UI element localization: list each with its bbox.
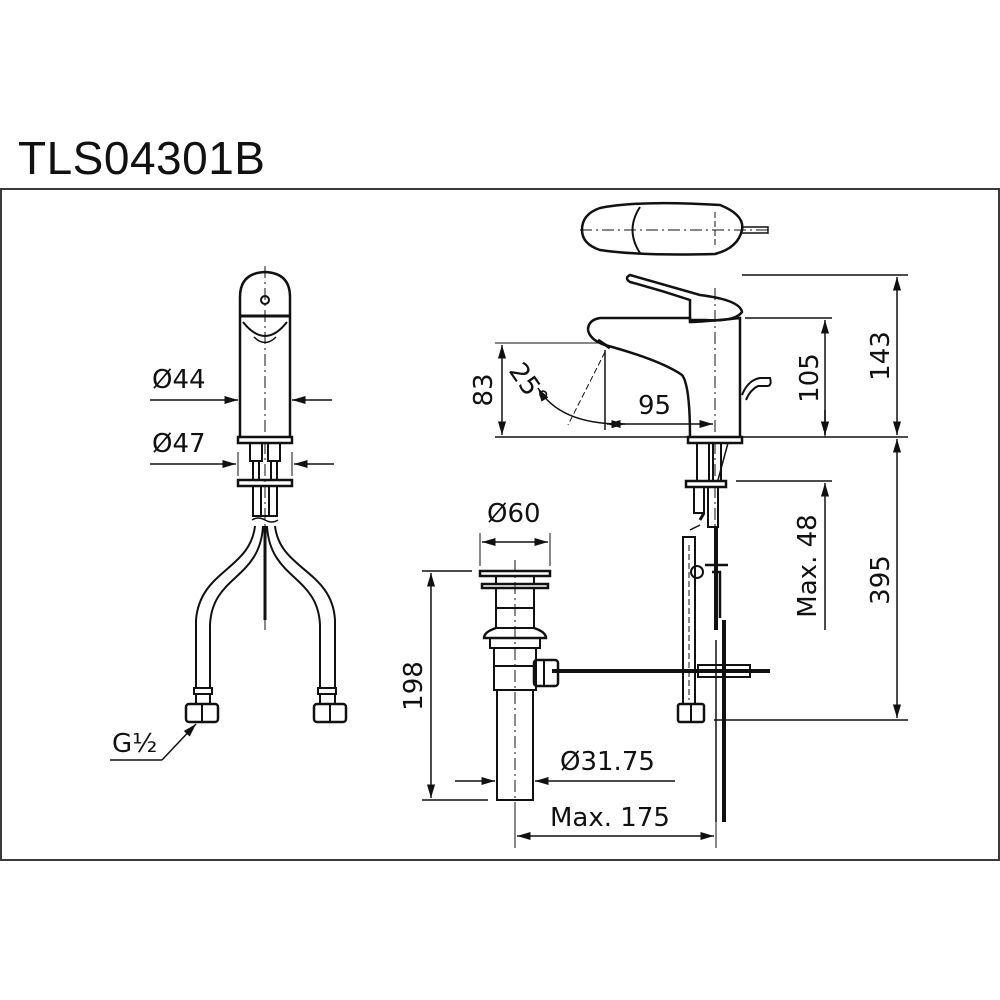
dim-max-deck-thickness: Max. 48 [793,514,823,618]
drawing-frame [0,188,1000,861]
dim-total-height: 143 [866,331,896,381]
side-view-faucet [552,273,772,822]
dim-tail-diameter: Ø31.75 [560,747,655,777]
front-view-faucet [184,266,348,724]
dim-body-height: 105 [795,353,825,403]
dim-spout-height: 83 [469,373,499,407]
pop-up-drain [478,560,560,820]
side-view-dimension-lines [495,274,908,721]
drain-dimension-lines [422,533,717,848]
model-title: TLS04301B [18,132,266,184]
dim-hose-length: 395 [866,555,896,605]
dim-base-diameter: Ø47 [152,429,206,459]
dim-body-diameter: Ø44 [152,365,206,395]
dim-max-rod-reach: Max. 175 [550,803,670,833]
front-view-dimension-lines [110,395,334,761]
dim-inlet-thread: G½ [112,729,158,759]
top-view-faucet [580,201,770,256]
dim-drain-height: 198 [399,661,429,711]
dim-flange-diameter: Ø60 [487,499,541,529]
dim-spout-reach: 95 [638,391,672,421]
